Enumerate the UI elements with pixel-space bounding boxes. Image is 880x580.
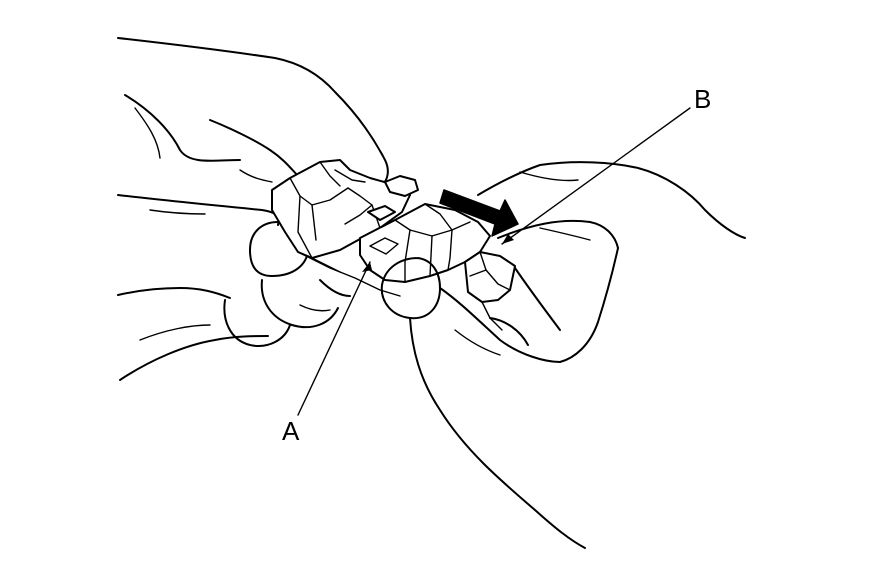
connector-housing [271, 159, 529, 346]
left-hand [117, 37, 389, 381]
callout-label-a: A [282, 416, 300, 446]
direction-arrow-icon [439, 189, 519, 237]
right-hand [380, 161, 746, 549]
callout-a-leader [297, 261, 371, 416]
callout-b-leader [501, 107, 691, 245]
callout-b-arrowhead [502, 234, 514, 244]
callout-a-arrowhead [362, 262, 372, 272]
callout-label-b: B [694, 84, 711, 114]
callout-leaders [297, 107, 691, 416]
